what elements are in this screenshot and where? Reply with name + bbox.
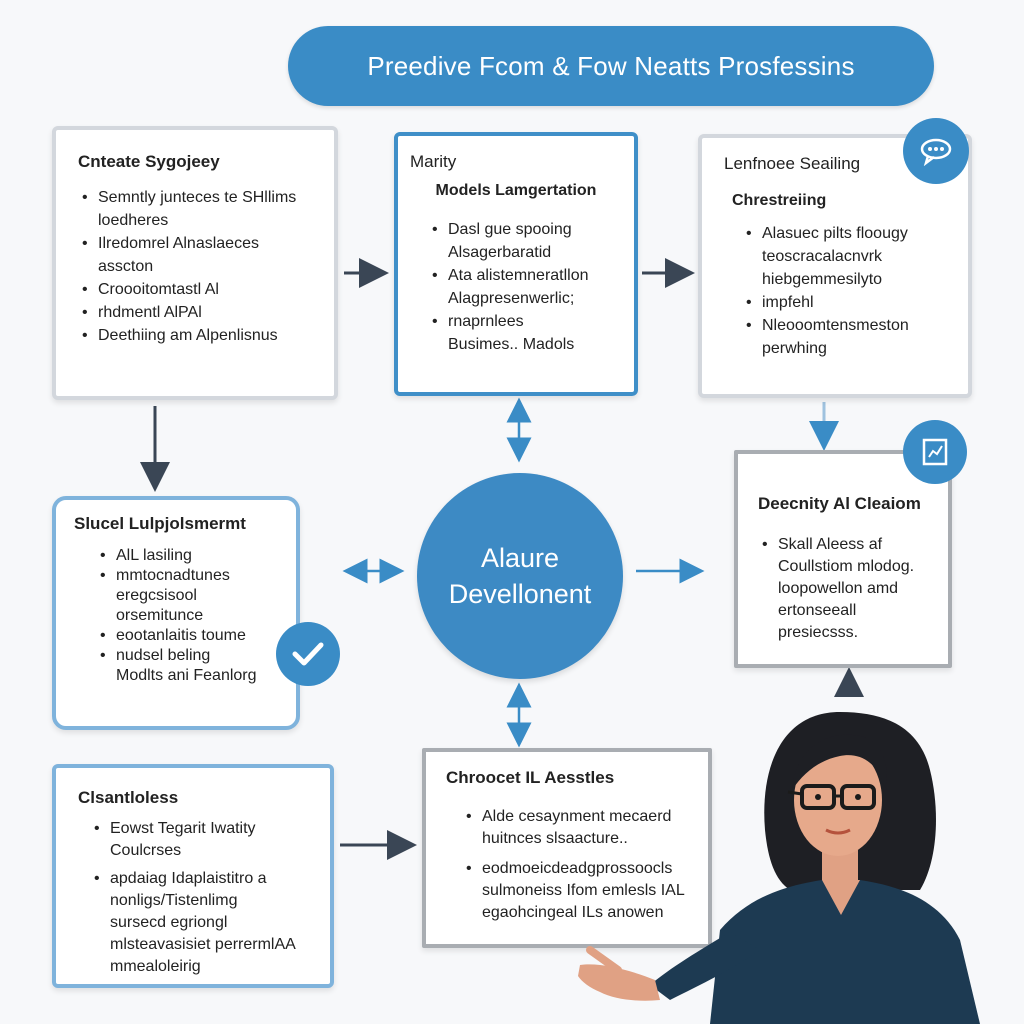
box-list: Dasl gue spooing Alsagerbaratid Ata alis… (410, 218, 622, 356)
list-item: impfehl (742, 291, 952, 314)
diagram-title: Preedive Fcom & Fow Neatts Prosfessins (367, 50, 855, 81)
box-list: Eowst Tegarit Iwatity Coulcrses apdaiag … (78, 818, 320, 978)
box-subtitle: Chrestreiing (732, 192, 827, 209)
list-item: Coullstiom mlodog. (778, 558, 915, 575)
box-strategy: Cnteate Sygojeey Semntly junteces te SHl… (52, 126, 338, 400)
box-clearance: Deecnity Al Cleaiom Skall Aleess af Coul… (734, 450, 952, 668)
list-item: asscton (98, 258, 154, 275)
box-models: Marity Models Lamgertation Dasl gue spoo… (394, 132, 638, 396)
box-subtitle: Models Lamgertation (435, 182, 597, 199)
list-item: Ilredomrel Alnaslaeces (78, 232, 314, 255)
list-item: Dasl gue spooing (428, 218, 622, 241)
chat-icon (903, 118, 969, 184)
title-banner: Preedive Fcom & Fow Neatts Prosfessins (288, 26, 934, 106)
list-item: perwhing (762, 340, 827, 357)
list-item: Alasuec pilts floougy (742, 222, 952, 245)
list-item: sulmoneiss Ifom emlesls IAL (482, 882, 685, 899)
box-deployment: Slucel Lulpjolsmermt AlL lasiling mmtocn… (52, 496, 300, 730)
list-item: loedheres (98, 212, 169, 229)
box-title: Deecnity Al Cleaiom (758, 494, 921, 513)
list-item: Semntly junteces te SHllims (78, 186, 314, 209)
box-challenges: Clsantloless Eowst Tegarit Iwatity Coulc… (52, 764, 334, 988)
list-item: AlL lasiling (96, 546, 286, 566)
box-assets: Chroocet IL Aesstles Alde cesaynment mec… (422, 748, 712, 948)
list-item: mlsteavasisiet perrermlAA (110, 936, 296, 953)
list-item: nudsel beling (96, 646, 286, 666)
box-title: Lenfnoee Seailing (724, 154, 861, 173)
list-item: nonligs/Tistenlimg (110, 892, 238, 909)
list-item: loopowellon amd (778, 580, 899, 597)
list-item: teoscracalacnvrk (762, 248, 883, 265)
checkmark-icon (276, 622, 340, 686)
list-item: Alsagerbaratid (448, 244, 552, 261)
list-item: rnaprnlees (428, 310, 622, 333)
list-item: apdaiag Idaplaistitro a (90, 868, 320, 890)
chart-icon (903, 420, 967, 484)
list-item: eootanlaitis toume (96, 626, 286, 646)
list-item: mmtocnadtunes (96, 566, 286, 586)
list-item: Deethiing am Alpenlisnus (78, 324, 314, 347)
list-item: Alde cesaynment mecaerd (462, 806, 700, 828)
box-title: Cnteate Sygojeey (78, 152, 220, 171)
list-item: Coulcrses (110, 842, 182, 859)
list-item: mmealoleirig (110, 958, 201, 975)
center-line-2: Devellonent (448, 579, 592, 609)
list-item: Modlts ani Feanlorg (116, 667, 257, 684)
box-title: Clsantloless (78, 788, 179, 807)
list-item: ertonseeall (778, 602, 857, 619)
box-title: Marity (410, 152, 457, 171)
box-list: Semntly junteces te SHllims loedheres Il… (78, 186, 314, 347)
box-list: AlL lasiling mmtocnadtunes eregcsisool o… (74, 546, 286, 686)
box-title: Slucel Lulpjolsmermt (74, 514, 246, 533)
list-item: Croooitomtastl Al (78, 278, 314, 301)
box-list: Skall Aleess af Coullstiom mlodog. loopo… (758, 534, 940, 644)
list-item: presiecsss. (778, 624, 859, 641)
list-item: Eowst Tegarit Iwatity (90, 818, 320, 840)
list-item: rhdmentl AlPAl (78, 301, 314, 324)
list-item: Alagpresenwerlic; (448, 290, 575, 307)
list-item: Busimes.. Madols (448, 336, 575, 353)
list-item: egaohcingeal ILs anowen (482, 904, 664, 921)
list-item: eodmoeicdeadgprossoocls (462, 858, 700, 880)
box-list: Alde cesaynment mecaerd huitnces slsaact… (446, 806, 700, 924)
list-item: hiebgemmesilyto (762, 271, 883, 288)
list-item: eregcsisool (116, 587, 197, 604)
list-item: Ata alistemneratllon (428, 264, 622, 287)
center-node: Alaure Devellonent (417, 473, 623, 679)
list-item: huitnces slsaacture.. (482, 830, 628, 847)
list-item: orsemitunce (116, 607, 204, 624)
list-item: Skall Aleess af (758, 534, 940, 556)
center-line-1: Alaure (480, 543, 560, 573)
box-list: Alasuec pilts floougy teoscracalacnvrk h… (724, 222, 952, 360)
list-item: sursecd egriongl (110, 914, 228, 931)
box-title: Chroocet IL Aesstles (446, 768, 615, 787)
presenter-illustration (578, 712, 980, 1024)
list-item: Nleooomtensmeston (742, 314, 952, 337)
